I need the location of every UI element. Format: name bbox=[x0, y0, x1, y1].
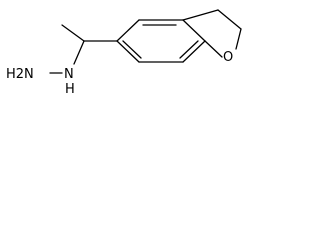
amine-nh2-label: H2N bbox=[6, 67, 34, 82]
bond-ch-nh bbox=[73, 40, 85, 65]
nh-n-label: N bbox=[64, 67, 74, 82]
oxygen-atom-label: O bbox=[223, 50, 233, 65]
chemical-structure-diagram: O N H H2N bbox=[6, 9, 242, 97]
nh-h-label: H bbox=[65, 82, 75, 97]
furan-bond-o-ring bbox=[204, 40, 223, 58]
bond-methyl-ch bbox=[61, 24, 85, 42]
ring-bond-4 bbox=[182, 40, 206, 63]
ring-bond-3 bbox=[182, 19, 206, 42]
ring-bond-1 bbox=[116, 19, 140, 42]
furan-bond-c2-c1 bbox=[217, 9, 242, 30]
ring-double-bond-2 bbox=[179, 40, 199, 59]
furan-bond-c1-o bbox=[235, 28, 242, 50]
ring-bond-6 bbox=[116, 40, 140, 63]
ring-double-bond-3 bbox=[122, 40, 142, 59]
furan-bond-c3-c2 bbox=[182, 9, 219, 21]
